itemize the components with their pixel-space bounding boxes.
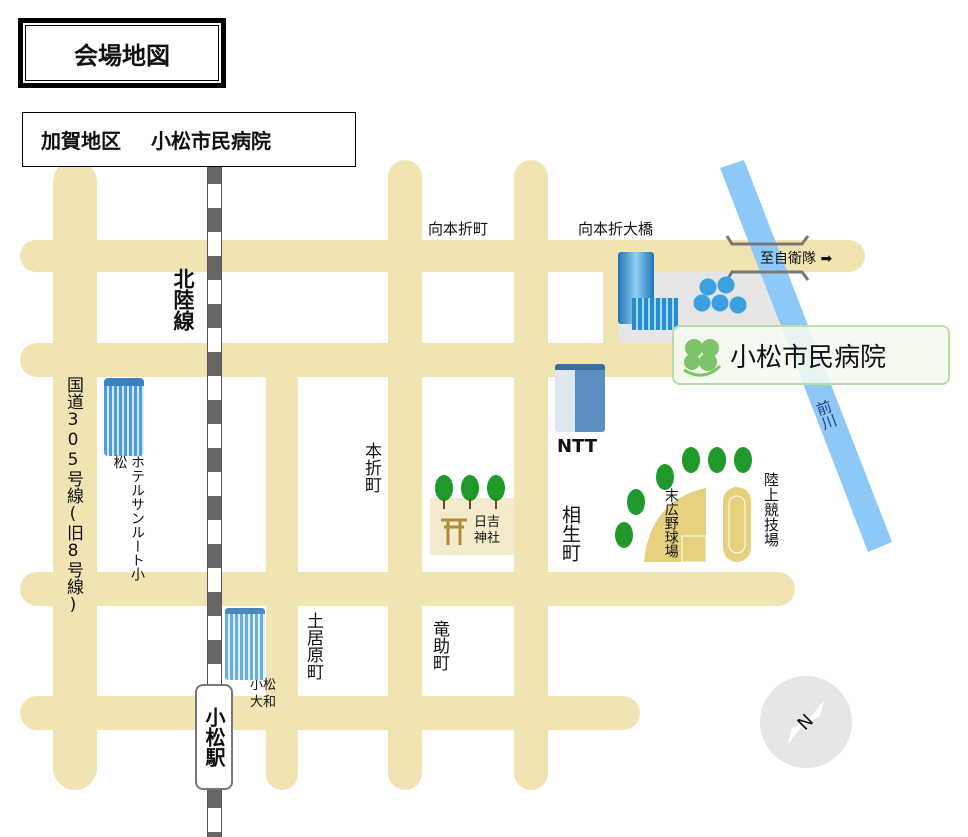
facility-name: 小松市民病院 xyxy=(151,129,271,153)
road-north-1 xyxy=(20,240,865,272)
stadium-label: 末広野球場 xyxy=(662,488,679,558)
komatsu-station: 小松駅 xyxy=(195,684,233,790)
tatsunosuke-label: 竜助町 xyxy=(429,620,449,671)
arrow-right-icon: ➡ xyxy=(820,251,833,267)
mukaimotoori-label: 向本折町 xyxy=(428,220,489,238)
ntt-label: NTT xyxy=(557,436,598,457)
road-motoori xyxy=(388,160,422,790)
page-title: 会場地図 xyxy=(25,25,219,81)
hospital-logo-icon xyxy=(683,339,722,377)
station-label: 小松駅 xyxy=(202,707,226,767)
to-sdf-label: 至自衛隊 ➡ xyxy=(760,248,832,268)
railway-label: 北陸線 xyxy=(171,268,195,331)
hotel-label: ホテルサンルート小松 xyxy=(110,455,146,585)
area-name: 加賀地区 xyxy=(41,129,121,153)
shrine-label: 日吉神社 xyxy=(474,515,501,546)
torii-icon xyxy=(441,518,467,545)
daiwa-building-icon xyxy=(225,608,265,680)
to-sdf-text: 至自衛隊 xyxy=(760,251,816,267)
hospital-sign: 小松市民病院 xyxy=(672,325,950,385)
railway-line xyxy=(207,160,222,837)
daiwa-label: 小松大和 xyxy=(250,678,277,710)
compass-icon: N xyxy=(760,676,852,768)
hotel-building-icon xyxy=(104,378,144,456)
road-aioi xyxy=(514,160,548,790)
route-label: 国道305号線(旧8号線) xyxy=(63,376,83,615)
track-label: 陸上競技場 xyxy=(762,472,780,547)
location-header: 加賀地区 小松市民病院 xyxy=(22,112,356,167)
trees-icon xyxy=(435,475,505,509)
hospital-annex-icon xyxy=(632,298,678,330)
parked-cars-icon xyxy=(690,275,750,315)
ntt-building-icon xyxy=(555,364,605,432)
tsuchiihara-label: 土居原町 xyxy=(303,612,323,680)
aioi-label: 相生町 xyxy=(559,505,581,562)
road-doihara xyxy=(266,360,298,790)
bridge-label: 向本折大橋 xyxy=(578,220,654,238)
title-box: 会場地図 xyxy=(18,18,226,88)
stadium-area xyxy=(615,447,752,563)
motoori-label: 本折町 xyxy=(361,442,381,493)
hotel-text: ホテルサンルート小松 xyxy=(111,455,146,581)
hospital-label: 小松市民病院 xyxy=(730,342,887,373)
